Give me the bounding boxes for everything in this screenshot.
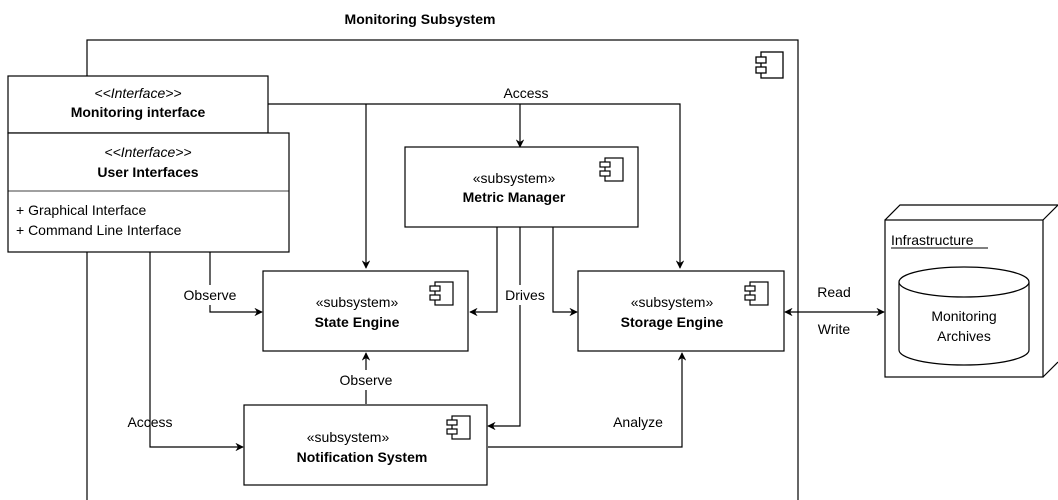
monitoring-interface-stereotype: <<Interface>>: [94, 85, 181, 101]
notification-system-component: «subsystem» Notification System: [243, 404, 488, 486]
user-interfaces-stereotype: <<Interface>>: [104, 144, 191, 160]
notification-system-name: Notification System: [297, 449, 428, 465]
access-label-top: Access: [503, 85, 548, 101]
observe-edge-left: [209, 252, 263, 317]
component-icon: [429, 281, 454, 306]
component-icon: [599, 157, 624, 182]
user-interfaces-box: <<Interface>> User Interfaces + Graphica…: [7, 132, 290, 253]
connector-labels: Access Observe Drives Observe Access Ana…: [127, 85, 850, 430]
state-engine-component: «subsystem» State Engine: [262, 270, 469, 352]
drives-edge-storage: [552, 227, 578, 317]
analyze-edge: [488, 352, 687, 448]
read-label: Read: [817, 284, 850, 300]
storage-engine-component: «subsystem» Storage Engine: [577, 270, 785, 352]
user-interfaces-member: + Graphical Interface: [16, 202, 147, 218]
component-icon: [446, 415, 471, 440]
user-interfaces-name: User Interfaces: [97, 164, 198, 180]
write-label: Write: [818, 321, 851, 337]
database-label-line: Archives: [937, 328, 991, 344]
diagram-title: Monitoring Subsystem: [345, 11, 496, 27]
monitoring-archives-database: Monitoring Archives: [898, 266, 1030, 366]
component-icon: [755, 51, 784, 79]
drives-label: Drives: [505, 287, 545, 303]
monitoring-interface-box: <<Interface>> Monitoring interface: [7, 75, 269, 134]
access-edge-bottom: [149, 252, 244, 452]
access-label-bottom: Access: [127, 414, 172, 430]
infrastructure-label: Infrastructure: [891, 232, 974, 248]
access-edge-top: [268, 103, 685, 269]
metric-manager-name: Metric Manager: [463, 189, 566, 205]
storage-engine-name: Storage Engine: [621, 314, 724, 330]
component-icon: [744, 281, 769, 306]
metric-manager-component: «subsystem» Metric Manager: [404, 146, 639, 228]
observe-label-left: Observe: [184, 287, 237, 303]
drives-edge-state: [469, 227, 498, 317]
metric-manager-stereotype: «subsystem»: [473, 170, 556, 186]
observe-label-mid: Observe: [340, 372, 393, 388]
notification-system-stereotype: «subsystem»: [307, 429, 390, 445]
analyze-label: Analyze: [613, 414, 663, 430]
state-engine-name: State Engine: [315, 314, 400, 330]
storage-engine-stereotype: «subsystem»: [631, 294, 714, 310]
database-label-line: Monitoring: [931, 308, 996, 324]
user-interfaces-member: + Command Line Interface: [16, 222, 182, 238]
state-engine-stereotype: «subsystem»: [316, 294, 399, 310]
monitoring-interface-name: Monitoring interface: [71, 104, 206, 120]
